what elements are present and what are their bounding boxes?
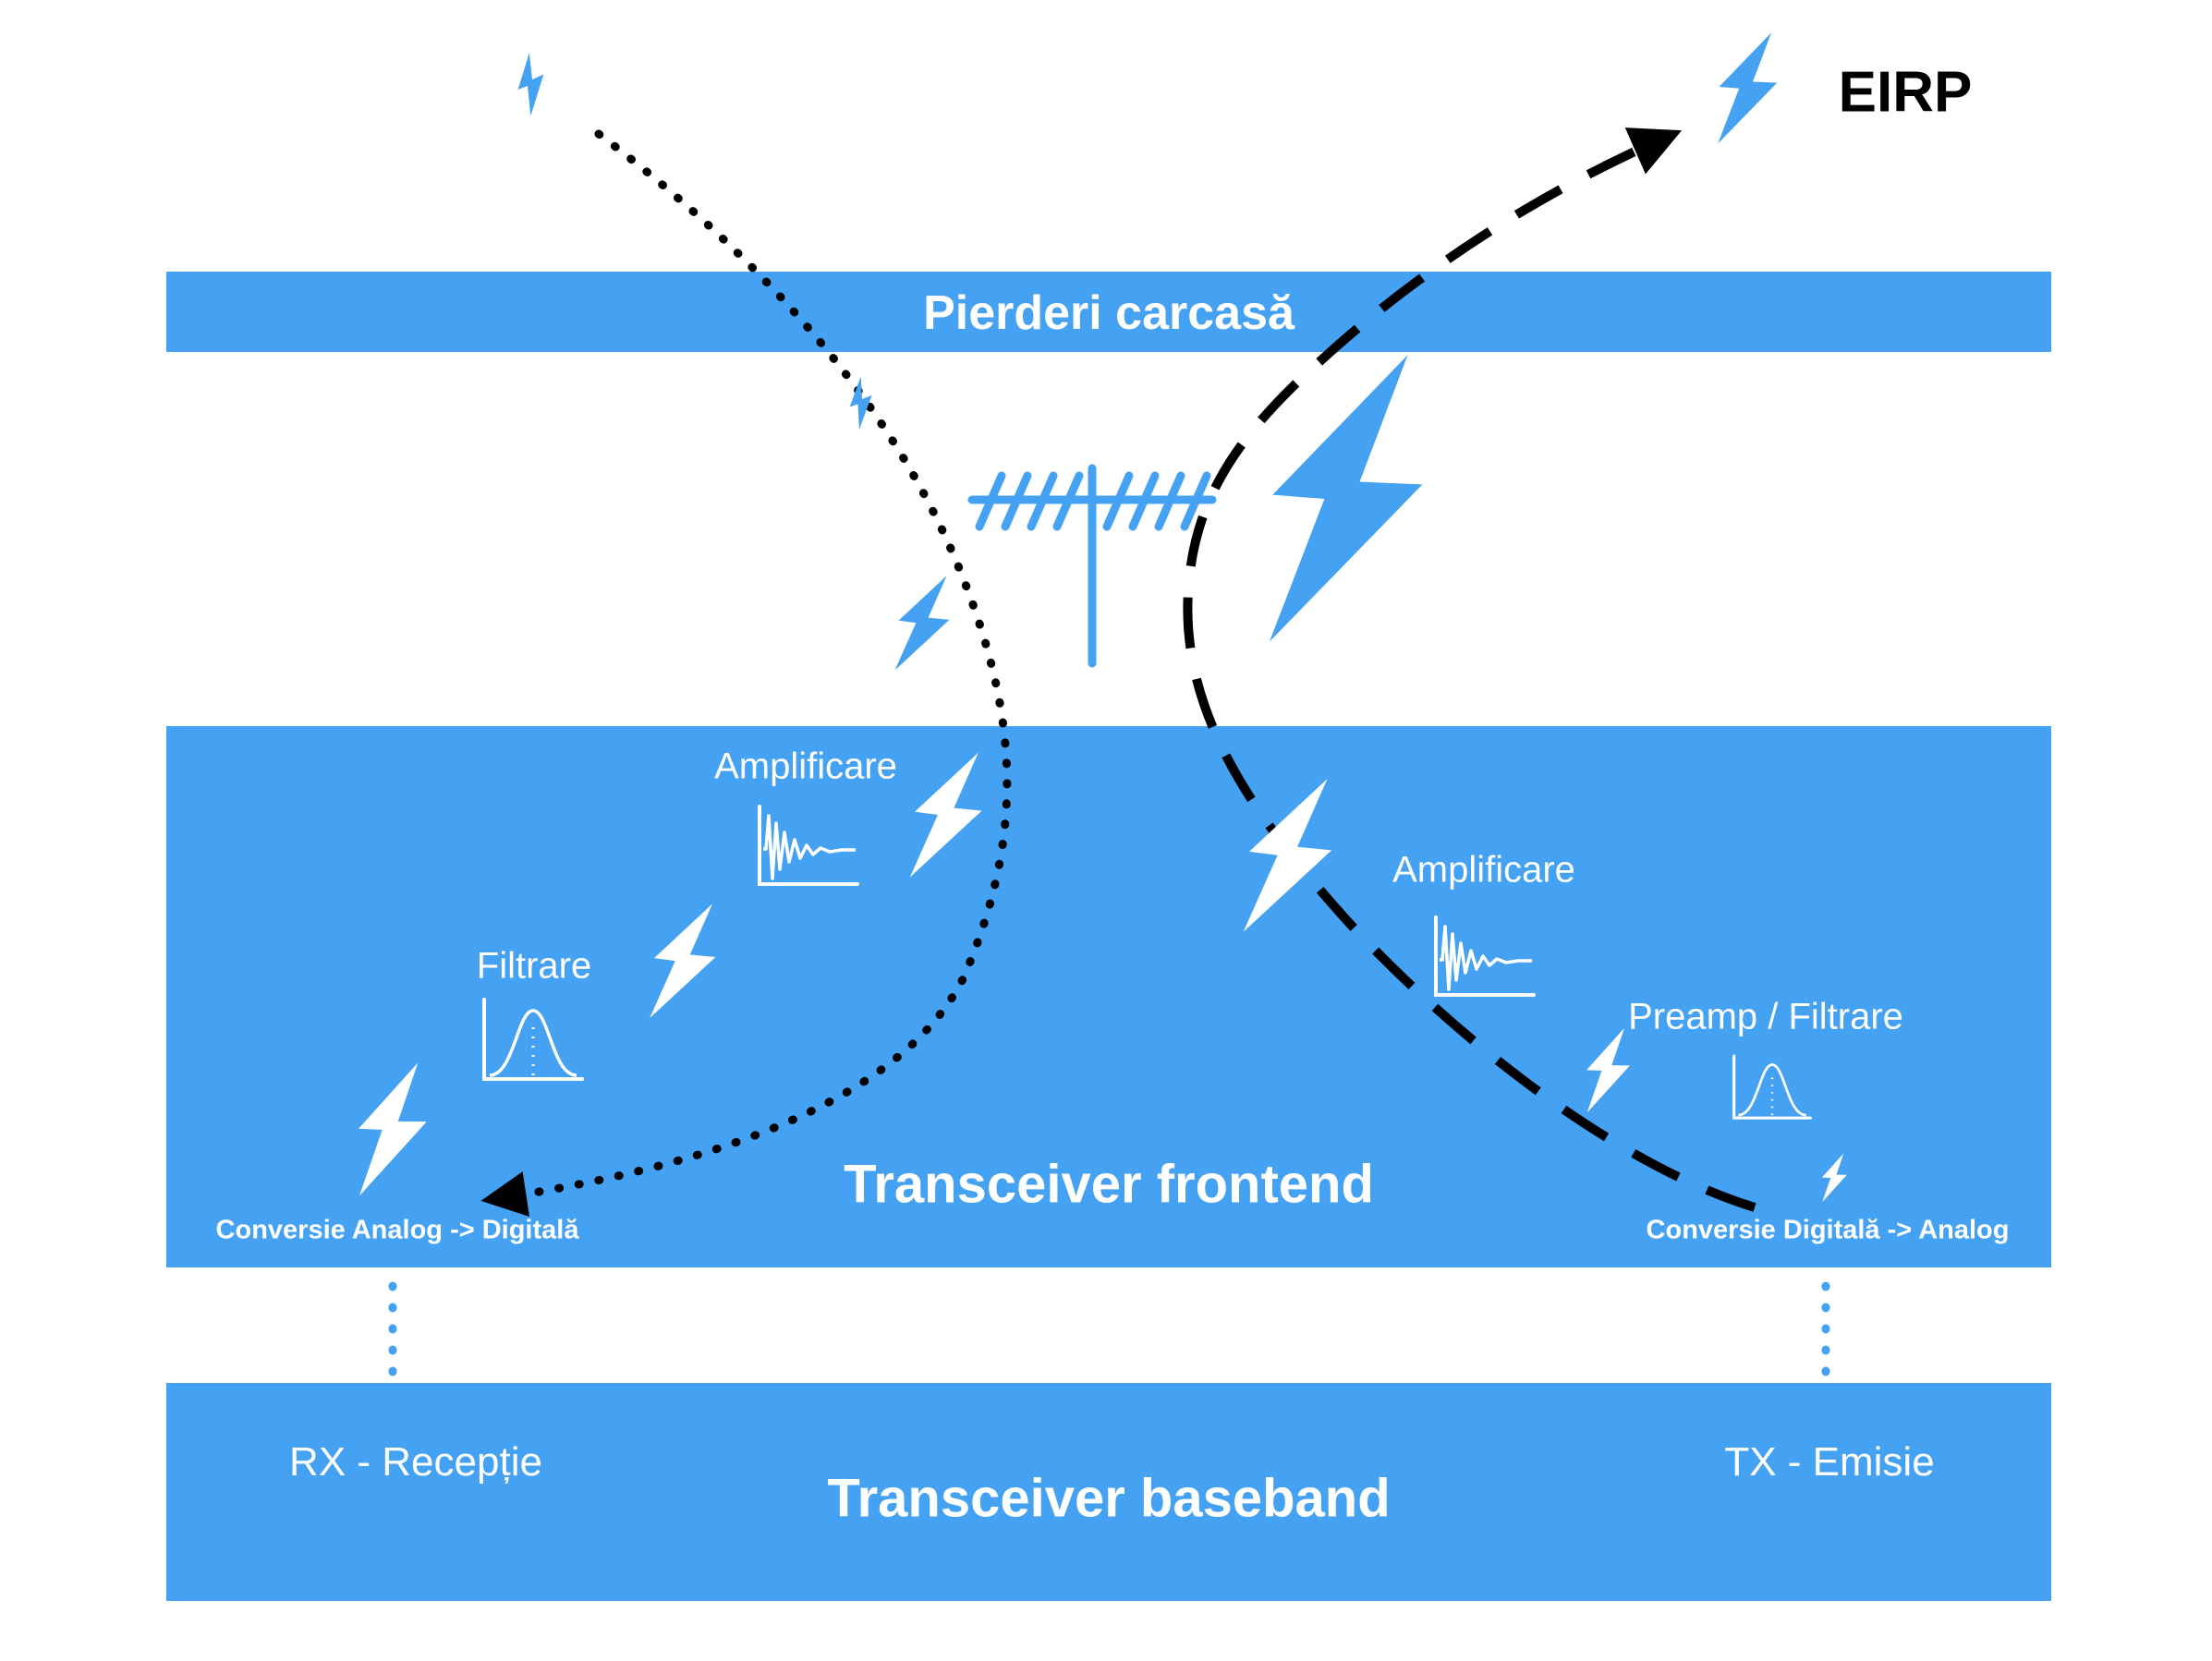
tx-dac-label: Conversie Digitală -> Analog xyxy=(1646,1215,2010,1245)
eirp-label: EIRP xyxy=(1838,60,1973,125)
tx-preamp-filter-label: Preamp / Filtrare xyxy=(1628,996,1903,1037)
lightning-bolt-icon-eirp xyxy=(1707,24,1788,153)
antenna-icon xyxy=(967,464,1217,668)
rx-amplify-label: Amplificare xyxy=(714,746,897,787)
frontend-title: Transceiver frontend xyxy=(844,1154,1374,1215)
baseband-rx-label: RX - Recepție xyxy=(289,1439,542,1485)
lightning-bolt-icon-mid-small xyxy=(844,375,879,430)
lightning-bolt-icon-antenna-right xyxy=(1242,333,1449,666)
baseband-tx-label: TX - Emisie xyxy=(1724,1439,1935,1485)
tx-amplify-label: Amplificare xyxy=(1392,849,1575,891)
rx-adc-label: Conversie Analog -> Digitală xyxy=(215,1215,579,1245)
baseband-title: Transceiver baseband xyxy=(827,1468,1391,1529)
lightning-bolt-icon-top-left xyxy=(509,50,553,118)
case-loss-title: Pierderi carcasă xyxy=(923,286,1294,340)
transceiver-baseband-band xyxy=(166,1383,2051,1601)
lightning-bolt-icon-antenna-left xyxy=(885,566,961,681)
rx-filter-label: Filtrare xyxy=(476,945,592,987)
